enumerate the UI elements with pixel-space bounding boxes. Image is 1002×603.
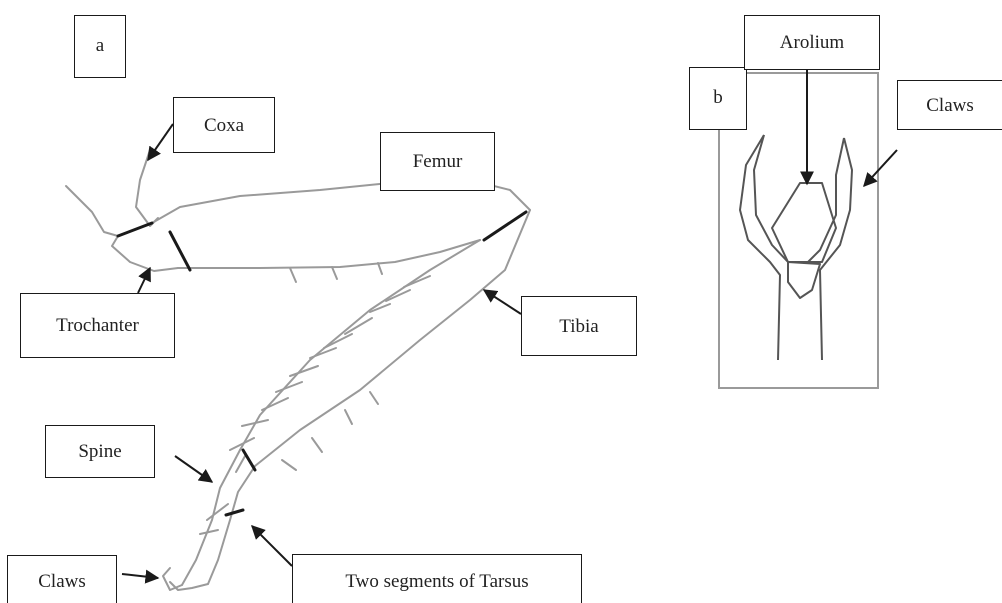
tarsus-label: Two segments of Tarsus	[292, 554, 582, 603]
tarsus-right	[208, 466, 255, 584]
coxa-label: Coxa	[173, 97, 275, 153]
spine-arrow	[175, 456, 212, 482]
tibia-label: Tibia	[521, 296, 637, 356]
joint-lines	[118, 212, 526, 515]
femur-lower	[178, 240, 480, 268]
femur-label: Femur	[380, 132, 495, 191]
panel-a-label: a	[74, 15, 126, 78]
tarsus-arrow	[252, 526, 292, 566]
femur-spines	[290, 263, 382, 282]
tibia-spines	[200, 276, 430, 534]
coxa-lower	[66, 186, 118, 236]
trochanter-label: Trochanter	[20, 293, 175, 358]
tibia-lower	[240, 240, 480, 450]
arolium-label: Arolium	[744, 15, 880, 70]
arolium-shape	[772, 183, 836, 262]
spine-label: Spine	[45, 425, 155, 478]
tibia-upper	[255, 210, 530, 466]
panel-b-label: b	[689, 67, 747, 130]
basal-piece	[788, 262, 820, 298]
leg-outline	[66, 150, 530, 590]
claws-label: Claws	[7, 555, 117, 603]
coxa-arrow	[148, 124, 173, 160]
trochanter-arrow	[138, 268, 150, 293]
tibia-arrow	[484, 290, 521, 314]
claws-arrow	[122, 574, 158, 578]
claws-b-arrow	[864, 150, 897, 186]
claws-b-label: Claws	[897, 80, 1002, 130]
pretarsus-drawing	[740, 135, 852, 360]
coxa-shape	[136, 150, 158, 226]
trochanter-shape	[112, 236, 178, 271]
